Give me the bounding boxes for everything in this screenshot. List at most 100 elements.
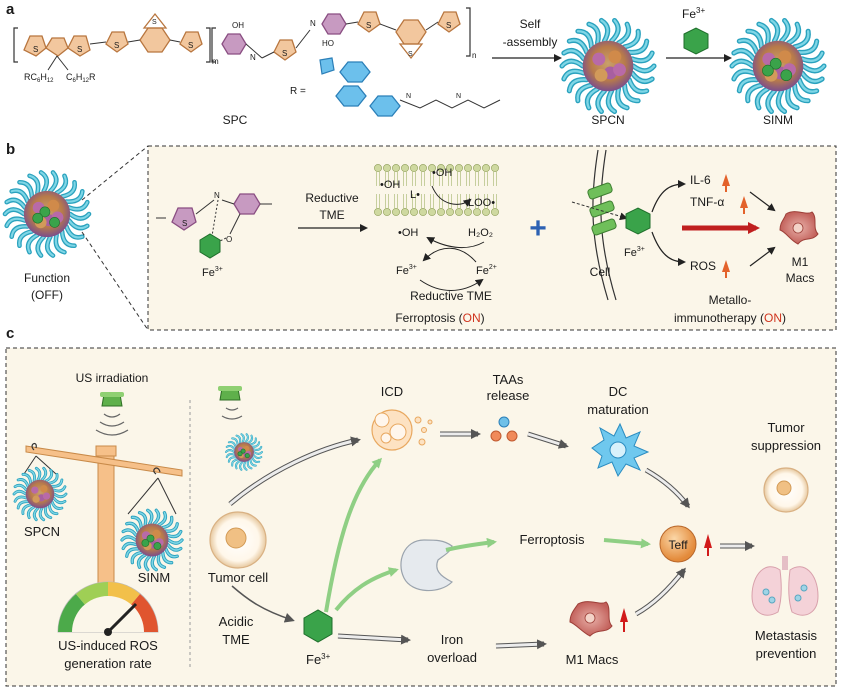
icd-cell-icon [371,409,433,451]
dbco-ring-left [335,85,367,107]
teff-up-arrow [704,534,712,556]
dc-label-1: DC [609,384,628,399]
us-rate-text-1: US-induced ROS [58,638,158,653]
acidic-label-1: Acidic [219,614,254,629]
teff-cell-icon [659,525,697,563]
ultrasound-probe-icon-2 [218,386,243,420]
chelate-structure: S N O [156,191,272,259]
svg-text:S: S [366,21,371,30]
tumor-cell-label: Tumor cell [208,570,268,585]
acidic-label-2: TME [222,632,250,647]
fe-label-a: Fe3+ [682,6,705,21]
self-assembly-text-1: Self [520,17,541,31]
panel-c-box [5,347,837,687]
suppressed-tumor-icon [763,467,809,513]
lungs-icon [751,556,819,616]
gsh-to-ferroptosis-arrow [445,537,497,552]
svg-text:OH: OH [232,21,244,30]
svg-text:S: S [446,21,451,30]
svg-text:S: S [33,45,38,54]
m1-label-b: M1 [792,255,809,269]
fe-label-c: Fe3+ [306,652,331,667]
up-arrows-b [722,174,748,278]
function-nanoparticle [2,170,92,258]
tumor-cell-icon [209,511,267,569]
svg-text:N: N [456,93,461,100]
taas-to-dc-arrow [527,432,569,449]
svg-text:C6H12R: C6H12R [66,72,96,84]
ros-label: ROS [690,259,716,273]
iron-to-m1-arrow [495,639,547,650]
taas-label-1: TAAs [493,372,524,387]
phenyl-2 [321,13,347,35]
tumor-supp-label-1: Tumor [767,420,805,435]
m1-macrophage-icon-c [569,601,613,637]
taas-label-2: release [487,388,530,403]
svg-text:S: S [182,219,187,228]
reduction-arrow [419,278,484,291]
svg-text:RC6H12: RC6H12 [24,72,54,84]
thiophene-4 [357,11,381,33]
plus-icon: + [529,212,547,245]
triazole [319,57,335,75]
self-assembly-text-2: -assembly [503,35,558,49]
taas-icon [490,416,518,442]
svg-text:N: N [250,53,256,62]
dbco-ring-top [339,61,371,83]
il6-label: IL-6 [690,173,711,187]
cell-membrane-inner [600,149,617,301]
panel-b-label: b [6,141,15,158]
ferroptosis-to-teff-arrow [603,538,651,549]
metallo-text-1: Metallo- [709,293,752,307]
fe-label-b: Fe3+ [202,266,223,279]
macs-label-b: Macs [786,271,815,285]
spcn-nanoparticle-c [12,466,68,522]
svg-text:R =: R = [290,86,306,97]
svg-text:S: S [282,49,287,58]
fe3-eq: Fe3+ [396,264,417,277]
iron-label-2: overload [427,650,477,665]
ion-channel-icon [587,182,617,236]
panel-a-label: a [6,1,15,18]
svg-text:N: N [214,191,220,200]
svg-text:S: S [77,45,82,54]
icd-label: ICD [381,384,403,399]
fe2-eq: Fe2+ [476,264,497,277]
phenyl-1 [221,33,247,55]
reductive-text-2: TME [319,208,344,222]
m1-macrophage-icon-b [779,211,819,245]
svg-text:S: S [152,19,157,26]
panel-c-label: c [6,325,14,342]
svg-text:n: n [472,51,476,60]
cell-label: Cell [590,265,611,279]
reductive-text-1: Reductive [305,191,359,205]
svg-text:N: N [406,93,411,100]
cyclopenta-dithiophene [23,35,91,57]
svg-text:HO: HO [322,39,334,48]
l-radical: L• [410,189,420,201]
fe-ion-icon-c [303,609,333,643]
teff-label: Teff [668,538,688,552]
zoom-line-bottom [81,231,149,331]
benzothiadiazole-2 [395,19,427,45]
lipid-bilayer [374,164,499,216]
ros-gauge-icon [57,581,159,636]
metallo-text-2: immunotherapy (ON) [674,311,786,325]
fenton-arrow-1 [426,237,485,248]
metastasis-label-2: prevention [756,646,817,661]
ferroptosis-label-c: Ferroptosis [519,532,585,547]
oh-radical-3: •OH [398,227,418,239]
function-text-2: (OFF) [31,288,63,302]
sinm-nanoparticle-small [225,433,263,471]
spcn-label-c: SPCN [24,524,60,539]
zoom-line-top [81,145,149,201]
oh-radical-2: •OH [432,167,452,179]
sinm-nanoparticle-c [120,508,184,572]
thiophene-2 [179,31,203,53]
fe-cell-label: Fe3+ [624,246,645,259]
dendritic-cell-icon [591,422,650,478]
cytokine-arrow [651,180,686,213]
sinm-label: SINM [763,113,793,127]
ultrasound-probe-icon [95,392,129,436]
svg-text:S: S [114,41,119,50]
